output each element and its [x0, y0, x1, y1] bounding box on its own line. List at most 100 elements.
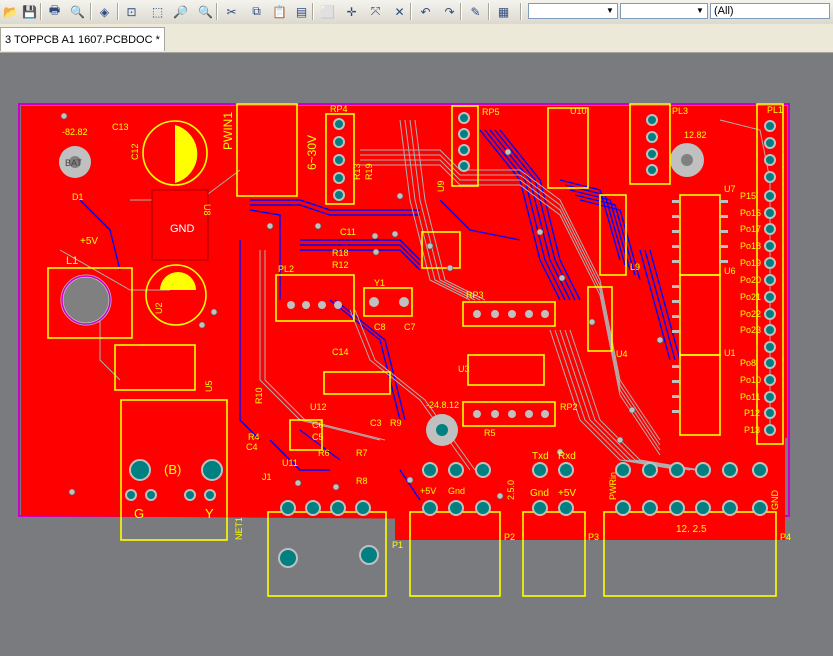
copy-button[interactable]: ⧉	[247, 2, 266, 21]
label-bat: BAT	[65, 158, 82, 168]
top-traces	[59, 119, 771, 471]
label-p15: P15	[740, 191, 756, 201]
label-p5v: +5V	[420, 486, 436, 496]
label-u7: U7	[724, 184, 736, 194]
deselect-button[interactable]: ✕	[390, 2, 409, 21]
copper-pour	[21, 106, 787, 540]
zoom-out-icon: 🔍	[198, 4, 213, 19]
wand-button[interactable]: ✎	[466, 2, 485, 21]
label-u4: U4	[616, 349, 628, 359]
redo-icon: ↷	[444, 4, 455, 19]
label-gnd1: Gnd	[448, 486, 465, 496]
label-r12: R12	[332, 260, 349, 270]
label-u3: U3	[458, 364, 470, 374]
open-folder-button[interactable]: 📂	[1, 2, 20, 21]
label-p18: Po18	[740, 241, 761, 251]
toolbar-separator	[312, 3, 314, 20]
label-r18: R18	[332, 248, 349, 258]
label-c7: C7	[404, 322, 416, 332]
view-config-dropdown-2[interactable]: ▼	[620, 3, 708, 19]
silk-text: RP4 RP5 U10 PL3 PL1 U7 U6 U1 U4 L9 RP3 R…	[62, 104, 791, 550]
tab-pcb-document[interactable]: 3 TOPPCB A1 1607.PCBDOC *	[0, 27, 165, 51]
undo-button[interactable]: ↶	[416, 2, 435, 21]
label-u10: U10	[570, 106, 587, 116]
main-toolbar: ▼ ▼ (All) 📂 💾 🖶 🔍 ◈ ⊡ ⬚ 🔎 🔍 ✂ ⧉ 📋▤ ⬜ ✛ ⤧ ✕ ↶ ↷ ✎ ▦	[0, 0, 833, 25]
toolbar-separator	[90, 3, 92, 20]
layer-stack-button[interactable]: ◈	[95, 2, 114, 21]
label-r13: R13	[352, 163, 362, 180]
pcb-workspace[interactable]: RP4 RP5 U10 PL3 PL1 U7 U6 U1 U4 L9 RP3 R…	[0, 53, 833, 656]
zoom-area-button[interactable]: ⬚	[148, 2, 167, 21]
label-v125: 12. 2.5	[676, 524, 707, 535]
save-icon: 💾	[22, 4, 37, 19]
print-button[interactable]: 🖶	[45, 2, 64, 21]
label-r5: R5	[484, 428, 496, 438]
label-r7: R7	[356, 448, 368, 458]
zoom-out-button[interactable]: 🔍	[196, 2, 215, 21]
document-tab-bar: 3 TOPPCB A1 1607.PCBDOC *	[0, 24, 833, 53]
select-rect-button[interactable]: ⬜	[318, 2, 337, 21]
connector-pads	[125, 112, 768, 568]
label-b: (B)	[164, 462, 181, 477]
deselect-icon: ✕	[394, 4, 405, 19]
label-plus5v: +5V	[80, 236, 98, 247]
redo-button[interactable]: ↷	[440, 2, 459, 21]
label-u2: U2	[154, 302, 164, 314]
label-r9: R9	[390, 418, 402, 428]
label-pl3: PL3	[672, 106, 688, 116]
rubber-stamp-button[interactable]: ▤	[292, 2, 311, 21]
label-p10: Po10	[740, 375, 761, 385]
print-preview-icon: 🔍	[70, 4, 85, 19]
label-pwin: PWIN1	[221, 112, 235, 150]
label-p11: Po11	[740, 392, 760, 402]
toolbar-separator	[488, 3, 490, 20]
zoom-area-icon: ⬚	[151, 4, 164, 19]
label-gnd2: Gnd	[530, 488, 549, 499]
label-r10: R10	[254, 387, 264, 404]
print-preview-button[interactable]: 🔍	[68, 2, 87, 21]
pcb-board-canvas[interactable]: RP4 RP5 U10 PL3 PL1 U7 U6 U1 U4 L9 RP3 R…	[0, 53, 833, 656]
select-rect-icon: ⬜	[320, 4, 335, 19]
browse-button[interactable]: ▦	[494, 2, 513, 21]
toolbar-separator	[40, 3, 42, 20]
label-neg: -82.82	[62, 127, 88, 137]
label-p2: P2	[504, 532, 515, 542]
label-r4: R4	[248, 432, 260, 442]
inductor-l1	[61, 275, 111, 325]
label-p19: Po19	[740, 258, 761, 268]
u9-gnd-pad	[151, 189, 209, 261]
label-c3: C3	[370, 418, 382, 428]
label-p21: Po21	[740, 292, 761, 302]
copy-icon: ⧉	[252, 4, 261, 18]
move-cross-button[interactable]: ✛	[342, 2, 361, 21]
label-j1: J1	[262, 472, 272, 482]
open-folder-icon: 📂	[3, 4, 18, 19]
toolbar-separator	[410, 3, 412, 20]
toolbar-separator	[460, 3, 462, 20]
label-p23: Po23	[740, 325, 761, 335]
label-u9: U9	[436, 180, 446, 192]
paste-button[interactable]: 📋	[270, 2, 289, 21]
label-r19: R19	[364, 163, 374, 180]
label-v12: 12.82	[684, 130, 707, 140]
undo-icon: ↶	[420, 4, 431, 19]
save-button[interactable]: 💾	[20, 2, 39, 21]
label-p5v2: +5V	[558, 488, 576, 499]
move-selection-button[interactable]: ⤧	[366, 2, 385, 21]
label-net1: NET1	[234, 517, 244, 540]
label-c12: C12	[130, 143, 140, 160]
label-p13: P13	[744, 425, 760, 435]
ic-pads	[672, 200, 728, 413]
zoom-in-button[interactable]: 🔎	[171, 2, 190, 21]
chevron-down-icon: ▼	[696, 6, 704, 15]
zoom-fit-button[interactable]: ⊡	[122, 2, 141, 21]
label-g: G	[134, 506, 144, 521]
label-u12: U12	[310, 402, 327, 412]
layer-set-dropdown[interactable]: (All)	[710, 3, 830, 19]
cut-button[interactable]: ✂	[222, 2, 241, 21]
label-pl2: PL2	[278, 264, 294, 274]
label-d1: D1	[72, 192, 84, 202]
toolbar-separator	[520, 3, 522, 20]
label-u6: U6	[724, 266, 736, 276]
view-config-dropdown-1[interactable]: ▼	[528, 3, 618, 19]
